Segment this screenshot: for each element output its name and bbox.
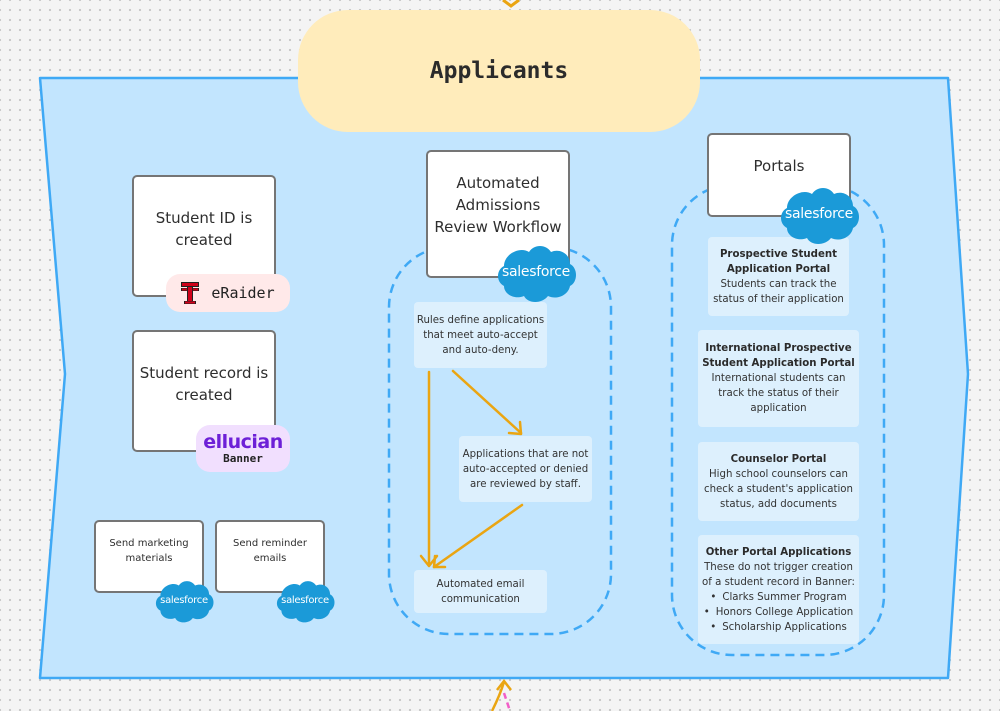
portal-name: Application Portal xyxy=(726,263,831,275)
portal-bullet: Honors College Application xyxy=(704,605,854,620)
step-text: and auto-deny. xyxy=(442,344,519,356)
texas-tech-logo-icon xyxy=(181,282,200,304)
portal-international[interactable]: International Prospective Student Applic… xyxy=(698,330,859,427)
applicants-title: Applicants xyxy=(429,58,569,84)
portal-name: Prospective Student xyxy=(719,248,838,260)
node-label: Send marketing xyxy=(109,537,189,549)
reminder-node[interactable]: Send reminder emails xyxy=(215,520,325,593)
workflow-step-email[interactable]: Automated email communication xyxy=(414,570,547,613)
portal-counselor[interactable]: Counselor Portal High school counselors … xyxy=(698,442,859,521)
step-text: are reviewed by staff. xyxy=(470,478,581,490)
step-text: auto-accepted or denied xyxy=(462,463,589,475)
step-text: Applications that are not xyxy=(462,448,589,460)
salesforce-cloud-icon xyxy=(498,246,576,302)
node-label: Admissions xyxy=(455,196,541,214)
salesforce-cloud-icon xyxy=(781,188,859,244)
portal-desc: check a student's application xyxy=(703,483,854,495)
portal-name: International Prospective xyxy=(705,343,852,354)
portal-desc: International students can xyxy=(711,373,846,384)
banner-label: Banner xyxy=(223,452,263,465)
arrow-rules-to-review xyxy=(451,369,523,435)
salesforce-cloud-icon xyxy=(276,581,335,623)
arrow-head xyxy=(507,420,523,436)
salesforce-logo-reminders: salesforce xyxy=(274,578,336,624)
portal-name: Other Portal Applications xyxy=(705,546,852,558)
incoming-arrow-top xyxy=(502,0,520,8)
portal-desc: Students can track the xyxy=(720,278,837,290)
applicants-title-node[interactable]: Applicants xyxy=(298,10,700,132)
portal-name: Student Application Portal xyxy=(702,358,855,369)
incoming-arrow-bottom xyxy=(490,681,506,711)
salesforce-label: salesforce xyxy=(502,264,570,281)
portal-bullet: Scholarship Applications xyxy=(704,620,854,635)
portal-desc: application xyxy=(750,403,807,414)
node-label: created xyxy=(175,231,233,249)
node-label: Review Workflow xyxy=(434,218,562,236)
eraider-badge: eRaider xyxy=(166,274,290,312)
step-text: Rules define applications xyxy=(416,314,545,326)
arrow-head xyxy=(432,554,447,569)
portal-bullet-list: Clarks Summer Program Honors College App… xyxy=(704,590,854,635)
portal-desc: High school counselors can xyxy=(709,468,848,480)
salesforce-label: salesforce xyxy=(160,594,208,606)
arrow-review-to-email xyxy=(432,503,524,569)
salesforce-label: salesforce xyxy=(785,206,853,223)
arrow-head xyxy=(496,678,512,691)
node-label: Student ID is xyxy=(155,209,253,227)
salesforce-logo-workflow: salesforce xyxy=(494,242,578,304)
portal-prospective-student[interactable]: Prospective Student Application Portal S… xyxy=(708,237,849,316)
workflow-step-staff-review[interactable]: Applications that are not auto-accepted … xyxy=(459,436,592,502)
salesforce-logo-portals: salesforce xyxy=(777,184,861,246)
node-label: Automated xyxy=(456,174,540,192)
node-label: emails xyxy=(253,552,287,564)
salesforce-label: salesforce xyxy=(281,594,329,606)
ellucian-banner-badge: ellucian Banner xyxy=(196,425,290,472)
step-text: that meet auto-accept xyxy=(423,329,538,341)
node-label: created xyxy=(175,386,233,404)
portal-desc: These do not trigger creation xyxy=(704,561,853,573)
node-label: materials xyxy=(125,552,173,564)
portal-desc: track the status of their xyxy=(718,388,839,399)
portal-name: Counselor Portal xyxy=(730,453,827,465)
salesforce-logo-marketing: salesforce xyxy=(153,578,215,624)
salesforce-cloud-icon xyxy=(155,581,214,623)
portal-desc: status of their application xyxy=(713,293,844,305)
portal-desc: of a student record in Banner: xyxy=(702,576,855,588)
node-label: Student record is xyxy=(139,364,269,382)
marketing-node[interactable]: Send marketing materials xyxy=(94,520,204,593)
workflow-step-rules[interactable]: Rules define applications that meet auto… xyxy=(414,302,547,368)
pink-connector xyxy=(502,692,512,711)
portal-desc: status, add documents xyxy=(720,498,837,510)
step-text: communication xyxy=(441,593,520,605)
ellucian-logo: ellucian xyxy=(203,431,283,453)
portal-bullet: Clarks Summer Program xyxy=(704,590,854,605)
portal-other-applications[interactable]: Other Portal Applications These do not t… xyxy=(698,535,859,644)
step-text: Automated email xyxy=(436,578,525,590)
eraider-label: eRaider xyxy=(211,284,275,302)
node-label: Portals xyxy=(753,157,805,175)
node-label: Send reminder xyxy=(233,537,307,549)
